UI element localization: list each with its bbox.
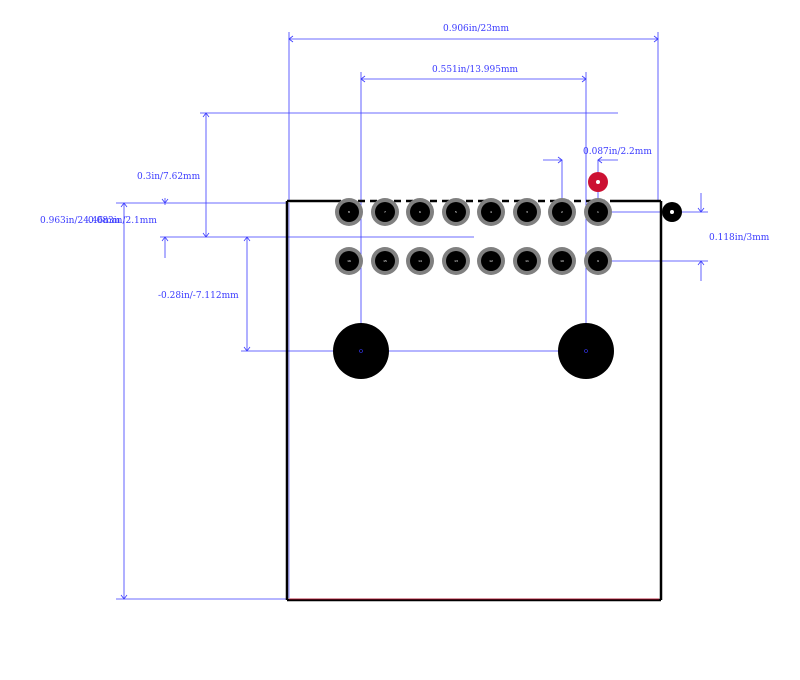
pad-label: 16 <box>347 259 351 263</box>
pad-3: 3 <box>513 198 541 226</box>
arrow-pitch-right <box>597 156 603 164</box>
pad-11: 11 <box>513 247 541 275</box>
pad-4: 4 <box>477 198 505 226</box>
pad-label: 2 <box>561 210 563 214</box>
pad-drill <box>375 202 395 222</box>
pads-bottom-row: 16 15 14 13 12 11 10 9 <box>335 247 612 275</box>
pad-14: 14 <box>406 247 434 275</box>
pad-drill <box>339 202 359 222</box>
arrow-offset-top <box>243 236 251 242</box>
mounting-hole-right <box>558 323 614 379</box>
edge-indicator-dot <box>670 210 674 214</box>
pads-top-row: 8 7 6 5 4 3 2 1 <box>335 198 612 226</box>
pad-label: 3 <box>526 210 528 214</box>
label-overall-height: 0.963in/24.46mm <box>40 216 121 226</box>
pad-label: 13 <box>454 259 458 263</box>
pad-label: 9 <box>597 259 599 263</box>
mounting-hole-left-center <box>359 349 363 353</box>
pad-drill <box>481 251 501 271</box>
pad-label: 4 <box>490 210 492 214</box>
pad-5: 5 <box>442 198 470 226</box>
arrow-rowspacing-bottom <box>697 260 705 266</box>
pad-15: 15 <box>371 247 399 275</box>
pad-drill <box>588 202 608 222</box>
pad-10: 10 <box>548 247 576 275</box>
pad-6: 6 <box>406 198 434 226</box>
label-overall-width: 0.906in/23mm <box>443 24 509 34</box>
arrow-edge-bottom <box>161 236 169 242</box>
dimension-lines <box>116 32 708 600</box>
pad-drill <box>552 251 572 271</box>
pad-drill <box>375 251 395 271</box>
pad-label: 14 <box>418 259 422 263</box>
label-pitch: 0.087in/2.2mm <box>583 147 652 157</box>
pad-16: 16 <box>335 247 363 275</box>
pad-7: 7 <box>371 198 399 226</box>
arrow-edge-top <box>161 198 169 204</box>
arrow-row-top <box>202 112 210 118</box>
pad-drill <box>410 251 430 271</box>
pad-1: 1 <box>584 198 612 226</box>
mounting-hole-left <box>333 323 389 379</box>
label-edge-offset: 0.083in/2.1mm <box>88 216 157 226</box>
label-row-to-top: 0.3in/7.62mm <box>137 172 201 182</box>
pad-drill <box>446 202 466 222</box>
arrow-height-bottom <box>120 594 128 600</box>
arrow-row-bottom <box>202 232 210 238</box>
pad-13: 13 <box>442 247 470 275</box>
pad-label: 5 <box>455 210 457 214</box>
pad-drill <box>410 202 430 222</box>
pad-label: 11 <box>525 259 529 263</box>
pad-12: 12 <box>477 247 505 275</box>
pad-drill <box>517 202 537 222</box>
arrow-spacing-right <box>581 75 587 83</box>
pad-label: 1 <box>597 210 599 214</box>
pad-drill <box>339 251 359 271</box>
pin1-marker-dot <box>596 180 600 184</box>
label-hole-offset: -0.28in/-7.112mm <box>158 291 239 301</box>
mounting-hole-right-center <box>584 349 588 353</box>
pad-label: 12 <box>489 259 493 263</box>
label-hole-spacing: 0.551in/13.995mm <box>432 65 518 75</box>
pad-label: 15 <box>383 259 387 263</box>
pad-drill <box>446 251 466 271</box>
label-row-spacing: 0.118in/3mm <box>709 233 770 243</box>
arrow-offset-bottom <box>243 346 251 352</box>
pad-drill <box>517 251 537 271</box>
dimension-arrowheads <box>120 35 705 600</box>
pad-9: 9 <box>584 247 612 275</box>
pad-drill <box>588 251 608 271</box>
pad-8: 8 <box>335 198 363 226</box>
arrow-width-left <box>288 35 294 43</box>
pad-drill <box>552 202 572 222</box>
arrow-rowspacing-top <box>697 207 705 213</box>
pad-label: 8 <box>348 210 350 214</box>
pad-label: 6 <box>419 210 421 214</box>
pad-label: 10 <box>560 259 564 263</box>
arrow-spacing-left <box>360 75 366 83</box>
pad-label: 7 <box>384 210 386 214</box>
arrow-width-right <box>653 35 659 43</box>
arrow-height-top <box>120 202 128 208</box>
pad-2: 2 <box>548 198 576 226</box>
arrow-pitch-left <box>557 156 563 164</box>
pad-drill <box>481 202 501 222</box>
